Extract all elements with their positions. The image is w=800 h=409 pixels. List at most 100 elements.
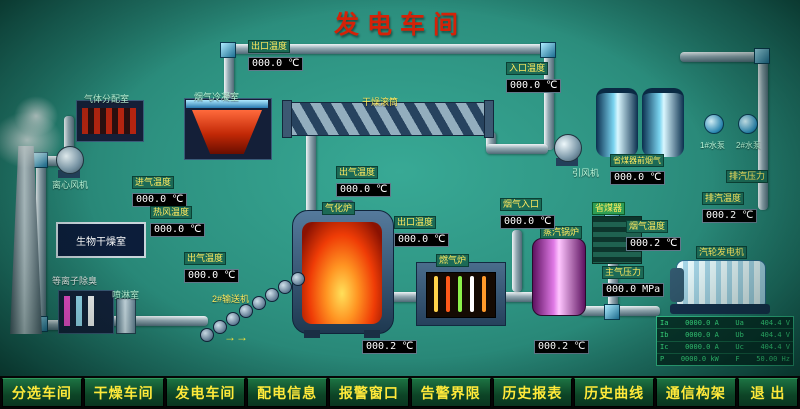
centrifugal-fan — [56, 146, 84, 174]
turbine-generator — [676, 260, 766, 310]
conveyor-link — [226, 312, 240, 326]
panel-cell: P — [660, 355, 665, 364]
nav-button-power-distribution[interactable]: 配电信息 — [247, 378, 327, 407]
nav-button-power-workshop[interactable]: 发电车间 — [165, 378, 246, 407]
nav-button-history-curve[interactable]: 历史曲线 — [574, 378, 654, 407]
gauge-intake-temp: 进气温度 000.0 ℃ — [132, 176, 188, 207]
conveyor-link — [278, 280, 292, 294]
water-pump-1 — [704, 114, 724, 134]
panel-cell: 0000.0 kW — [680, 355, 719, 364]
plasma-strip — [64, 296, 70, 326]
panel-cell: 0000.0 A — [685, 318, 719, 327]
gauge-display: 000.0 ℃ — [248, 57, 304, 71]
gauge-display: 000.0 MPa — [602, 283, 665, 297]
pump2-label: 2#水泵 — [736, 141, 761, 150]
steam-boiler — [532, 238, 586, 316]
gasifier-flame — [302, 222, 382, 324]
gasifier-leg — [304, 330, 320, 338]
water-tank-1 — [596, 88, 638, 157]
nav-button-alarm-limits[interactable]: 告警界限 — [410, 378, 491, 407]
gauge-display: 000.0 ℃ — [506, 79, 562, 93]
generator-end-cap — [670, 268, 684, 302]
panel-row: Ib 0000.0 A Ub 404.4 V — [657, 329, 793, 342]
nav-button-history-report[interactable]: 历史报表 — [492, 378, 573, 407]
gauge-label: 出气温度 — [336, 166, 379, 179]
gauge-label: 热风温度 — [150, 206, 193, 219]
gauge-label: 烟气入口 — [500, 198, 543, 211]
water-pump-2 — [738, 114, 758, 134]
gauge-label: 进气温度 — [132, 176, 175, 189]
panel-cell: 0000.0 A — [685, 330, 719, 339]
economizer-label: 省煤器 — [592, 202, 626, 215]
gauge-display: 000.0 ℃ — [610, 171, 666, 185]
drying-drum-label: 干燥滚筒 — [362, 97, 399, 107]
panel-cell: 404.4 V — [760, 318, 790, 327]
spray-tower — [116, 298, 136, 334]
gauge-outlet-temp-top: 出口温度 000.0 ℃ — [248, 40, 304, 71]
nav-button-exit[interactable]: 退 出 — [737, 378, 799, 407]
condenser-label: 烟气冷凝室 — [194, 92, 240, 102]
induced-draft-fan — [554, 134, 582, 162]
nav-button-comm-architecture[interactable]: 通信构架 — [656, 378, 736, 407]
gauge-label: 入口温度 — [506, 62, 549, 75]
gauge-economizer-front-temp: 省煤器前烟气 000.0 ℃ — [610, 154, 666, 185]
gauge-display: 000.0 ℃ — [336, 183, 392, 197]
panel-cell: 0000.0 A — [685, 343, 719, 352]
panel-cell: 50.00 Hz — [756, 355, 790, 364]
panel-cell: 404.4 V — [760, 330, 790, 339]
bottom-nav-bar: 分选车间 干燥车间 发电车间 配电信息 报警窗口 告警界限 历史报表 历史曲线 … — [0, 376, 800, 409]
centrifugal-fan-label: 离心风机 — [52, 180, 89, 190]
conveyor-link — [200, 328, 214, 342]
panel-cell: Ic — [660, 343, 669, 352]
pipe-segment — [580, 306, 660, 316]
gauge-display: 000.0 ℃ — [150, 223, 206, 237]
panel-cell: Ub — [735, 330, 744, 339]
drum-cap — [282, 100, 292, 138]
nav-button-sorting-workshop[interactable]: 分选车间 — [2, 378, 82, 407]
gauge-label: 排汽温度 — [702, 192, 745, 205]
conveyor-link — [291, 272, 305, 286]
gas-distribution-label: 气体分配室 — [84, 94, 130, 104]
gas-furnace-label: 燃气炉 — [436, 254, 470, 267]
plasma-label: 等离子除臭 — [52, 276, 98, 286]
gasifier-label: 气化炉 — [322, 202, 356, 215]
gauge-display: 000.0 ℃ — [500, 215, 556, 229]
panel-cell: F — [735, 355, 740, 364]
induced-fan-label: 引风机 — [572, 168, 600, 178]
panel-row: P 0000.0 kW F 50.00 Hz — [657, 354, 793, 365]
spray-room-label: 喷淋室 — [112, 290, 140, 300]
exhaust-pressure-label: 排汽压力 — [726, 170, 769, 183]
gauge-label: 烟气温度 — [626, 220, 669, 233]
plasma-strip — [76, 296, 82, 326]
pipe-joint — [220, 42, 236, 58]
gauge-display: 000.0 ℃ — [394, 233, 450, 247]
flame-strip — [434, 276, 438, 312]
panel-cell: Ua — [735, 318, 744, 327]
turbine-generator-label: 汽轮发电机 — [696, 246, 748, 259]
flame-strip — [482, 276, 486, 312]
pipe-segment — [758, 52, 768, 210]
pipe-segment — [486, 144, 548, 154]
gauge-label: 省煤器前烟气 — [610, 154, 664, 167]
drum-cap — [484, 100, 494, 138]
gauge-label: 出口温度 — [248, 40, 291, 53]
gauge-hot-air-temp: 热风温度 000.0 ℃ — [150, 206, 206, 237]
conveyor-flow-arrows: →→ — [224, 330, 248, 344]
pipe-segment — [544, 44, 554, 150]
gauge-flue-inlet-temp: 烟气入口 000.0 ℃ — [500, 198, 556, 229]
nav-button-drying-workshop[interactable]: 干燥车间 — [83, 378, 164, 407]
gauge-boiler-bottom-temp: 000.2 ℃ — [534, 336, 590, 354]
panel-cell: 404.4 V — [760, 343, 790, 352]
gauge-exhaust-steam-temp: 排汽温度 000.2 ℃ — [702, 192, 758, 223]
panel-cell: Ib — [660, 330, 669, 339]
flame-strip — [458, 276, 462, 312]
nav-button-alarm-window[interactable]: 报警窗口 — [329, 378, 409, 407]
gas-distribution-grill — [82, 108, 136, 134]
panel-row: Ia 0000.0 A Ua 404.4 V — [657, 317, 793, 330]
plasma-strip — [88, 296, 94, 326]
pipe-segment — [512, 230, 522, 292]
panel-cell: Ia — [660, 318, 669, 327]
pipe-segment — [306, 130, 316, 214]
